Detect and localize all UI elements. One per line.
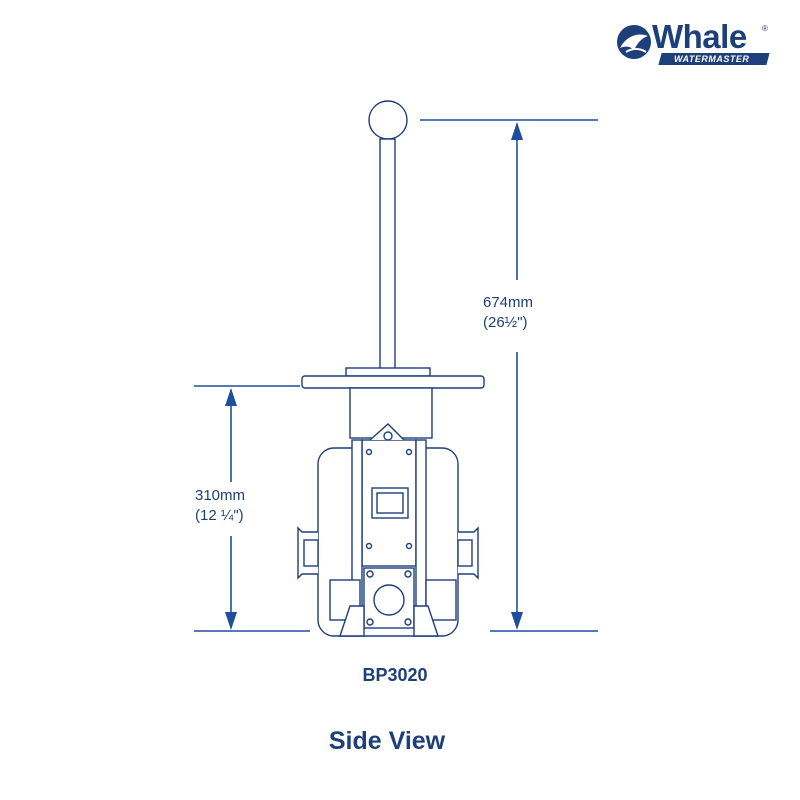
overall-height-label: 674mm (26½")	[483, 293, 533, 333]
deck-plate	[301, 375, 485, 389]
right-port-nozzle	[457, 539, 473, 567]
body-height-mm: 310mm	[195, 487, 246, 504]
overall-height-dimension	[420, 119, 598, 632]
outlet-port	[373, 584, 405, 616]
model-number: BP3020	[362, 665, 428, 685]
body-height-dimension	[194, 385, 310, 632]
brand-subtitle: WATERMASTER	[674, 54, 750, 64]
plate-bolt	[405, 448, 413, 456]
bracket-bolt	[383, 431, 393, 441]
outlet-bolt	[404, 618, 412, 626]
body-height-label: 310mm (12 ¼")	[195, 486, 245, 526]
whale-tail-icon	[617, 25, 651, 59]
outlet-bolt	[366, 570, 374, 578]
deck-collar	[345, 367, 431, 377]
left-foot	[339, 605, 365, 637]
overall-height-in: (26½")	[483, 314, 528, 331]
handle-rod	[379, 138, 396, 372]
pump-neck	[349, 387, 433, 439]
overall-height-mm: 674mm	[483, 294, 534, 311]
whale-logo: Whale ® WATERMASTER	[612, 18, 772, 68]
outlet-bolt	[404, 570, 412, 578]
plate-bolt	[365, 542, 373, 550]
center-window-inner	[376, 492, 404, 514]
right-rail	[415, 439, 427, 621]
brand-name: Whale	[652, 18, 747, 55]
plate-bolt	[365, 448, 373, 456]
body-height-in: (12 ¼")	[195, 507, 244, 524]
view-title: Side View	[328, 727, 446, 755]
right-foot	[413, 605, 439, 637]
pump-outline	[297, 100, 485, 637]
left-port-nozzle	[303, 539, 319, 567]
handle-knob	[368, 100, 408, 140]
trademark-mark: ®	[762, 24, 768, 33]
outlet-bolt	[366, 618, 374, 626]
plate-bolt	[405, 542, 413, 550]
